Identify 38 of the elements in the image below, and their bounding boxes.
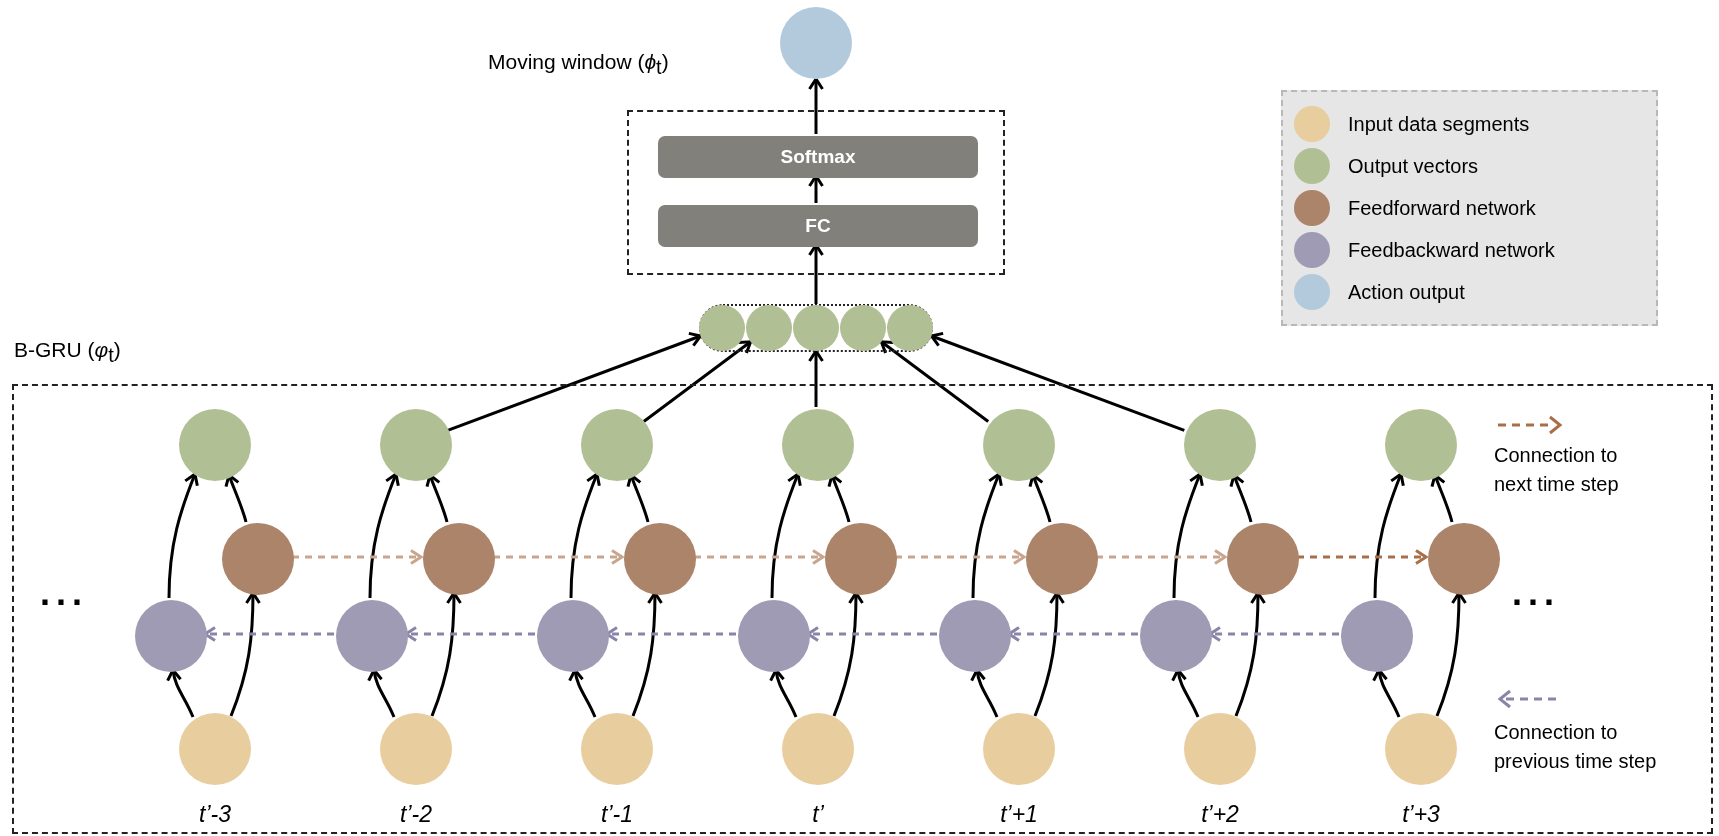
legend-text: Feedbackward network xyxy=(1348,238,1555,263)
time-step-label: t’+3 xyxy=(1401,800,1441,829)
time-step-label: t’-3 xyxy=(198,800,232,829)
legend-text: Feedforward network xyxy=(1348,196,1536,221)
arrow xyxy=(971,472,1003,599)
arrow xyxy=(368,472,400,599)
arrow xyxy=(808,349,824,407)
time-step-label: t’+2 xyxy=(1200,800,1240,829)
vector-group-outline xyxy=(699,304,933,352)
dashed-arrow xyxy=(1096,549,1227,565)
arrow xyxy=(1172,472,1204,599)
layer-box: Softmax xyxy=(658,136,978,178)
legend-text: Connection to previous time step xyxy=(1494,720,1658,774)
ellipsis: ... xyxy=(1512,575,1560,611)
layer-box: FC xyxy=(658,205,978,247)
arrow xyxy=(167,472,199,599)
time-step-label: t’+1 xyxy=(999,800,1039,829)
legend-text: Input data segments xyxy=(1348,112,1530,137)
legend-text: Connection to next time step xyxy=(1494,443,1620,497)
ellipsis: ... xyxy=(40,575,88,611)
time-step-label: t’-1 xyxy=(600,800,634,829)
arrow xyxy=(770,472,802,599)
arrow xyxy=(930,331,1185,432)
arrow xyxy=(879,340,990,423)
dashed-arrow xyxy=(292,549,423,565)
dashed-arrow xyxy=(694,549,825,565)
dashed-arrow xyxy=(895,549,1026,565)
legend-text: Output vectors xyxy=(1348,154,1479,179)
legend-text: Action output xyxy=(1348,280,1465,305)
arrow xyxy=(1373,472,1405,599)
arrow xyxy=(642,340,753,423)
time-step-label: t’-2 xyxy=(399,800,433,829)
dashed-arrow xyxy=(493,549,624,565)
arrow xyxy=(447,331,702,432)
dashed-arrow xyxy=(1297,549,1428,565)
time-step-label: t’ xyxy=(811,800,825,829)
arrow xyxy=(808,77,824,134)
arrow xyxy=(569,472,601,599)
